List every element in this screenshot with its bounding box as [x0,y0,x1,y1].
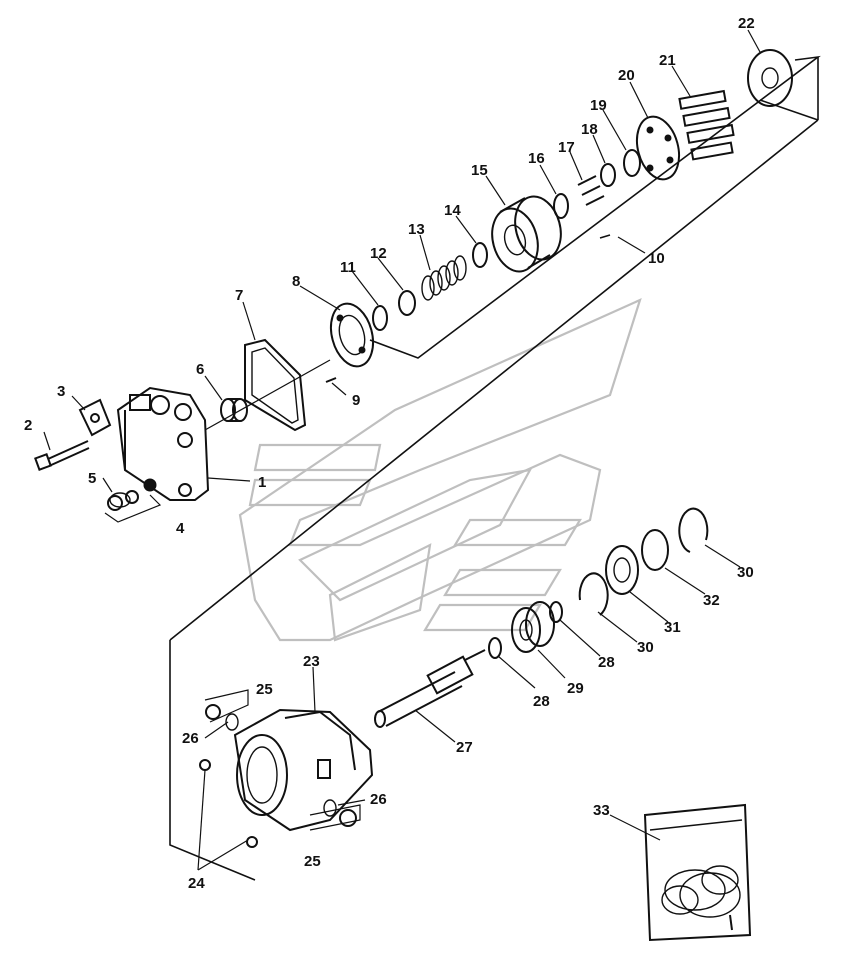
part-16-ring [553,193,569,219]
part-33-seal-kit-bag [643,803,752,942]
part-24-plug-top [199,759,211,771]
axis-line [204,359,331,431]
part-13-spring [421,255,467,301]
watermark-logo [238,297,642,642]
part-22-swash-plate [747,49,793,107]
callout-24: 24 [188,875,205,892]
callout-30-left: 30 [637,639,654,656]
part-9-pin [325,377,337,383]
part-28-ring-right [549,601,563,623]
part-31-oil-seal [605,545,639,595]
part-7-gasket [244,338,307,432]
part-18-ring [600,163,616,187]
callout-7: 7 [235,287,243,304]
callout-1: 1 [258,474,266,491]
callout-31: 31 [664,619,681,636]
part-24-plug-bottom [246,836,258,848]
housing-group-frame [169,57,819,881]
part-25-plug-upper [204,689,249,723]
part-28-ring-left [488,637,502,659]
callout-28-left: 28 [533,693,550,710]
callout-15: 15 [471,162,488,179]
part-26-o-ring-upper [225,713,239,731]
callout-25-lower: 25 [304,853,321,870]
callout-23: 23 [303,653,320,670]
callout-11: 11 [340,259,356,276]
callout-12: 12 [370,245,387,262]
part-4-bracket [104,494,162,523]
leader-lines [43,29,761,871]
cylinder-group-frame [369,55,821,359]
callout-2: 2 [24,417,32,434]
callout-33: 33 [593,802,610,819]
part-8-valve-plate [329,302,375,368]
callout-3: 3 [57,383,65,400]
part-25-plug-lower [309,804,361,831]
part-5-plug-and-o-ring [107,490,139,511]
callout-28-right: 28 [598,654,615,671]
callout-6: 6 [196,361,204,378]
part-3-plate [78,398,112,437]
callout-8: 8 [292,273,300,290]
part-6-bearing [220,398,248,422]
part-15-cylinder-block [491,195,562,273]
callout-9: 9 [352,392,360,409]
callout-26-lower: 26 [370,791,387,808]
callout-18: 18 [581,121,598,138]
callout-20: 20 [618,67,635,84]
callout-17: 17 [558,139,575,156]
callout-14: 14 [444,202,461,219]
part-1-valve-block [116,386,210,501]
callout-19: 19 [590,97,607,114]
part-26-o-ring-lower [323,799,337,817]
callout-13: 13 [408,221,425,238]
callout-25-upper: 25 [256,681,273,698]
part-12-washer [398,290,416,316]
callout-21: 21 [659,52,676,69]
part-19-ball-guide [623,149,641,177]
callout-4: 4 [176,520,185,537]
callout-labels: 1 2 3 4 5 6 7 8 9 10 11 12 13 14 15 16 1… [24,15,755,892]
callout-30-right: 30 [737,564,754,581]
callout-10: 10 [648,250,665,267]
part-29-bearing [511,601,555,653]
part-20-retainer-plate [635,115,681,181]
callout-26-upper: 26 [182,730,199,747]
part-17-pins [577,175,605,206]
part-23-motor-housing [233,708,374,832]
part-11-ring [372,305,388,331]
part-27-shaft [374,649,486,728]
callout-5: 5 [88,470,96,487]
callout-22: 22 [738,15,755,32]
callout-29: 29 [567,680,584,697]
part-14-washer [472,242,488,268]
callout-16: 16 [528,150,545,167]
part-21-pistons [678,89,735,161]
part-2-bolt [34,440,90,471]
callout-27: 27 [456,739,473,756]
part-30-snap-ring-right [678,507,709,553]
callout-32: 32 [703,592,720,609]
part-32-washer [641,529,669,571]
part-30-snap-ring-left [578,572,609,616]
